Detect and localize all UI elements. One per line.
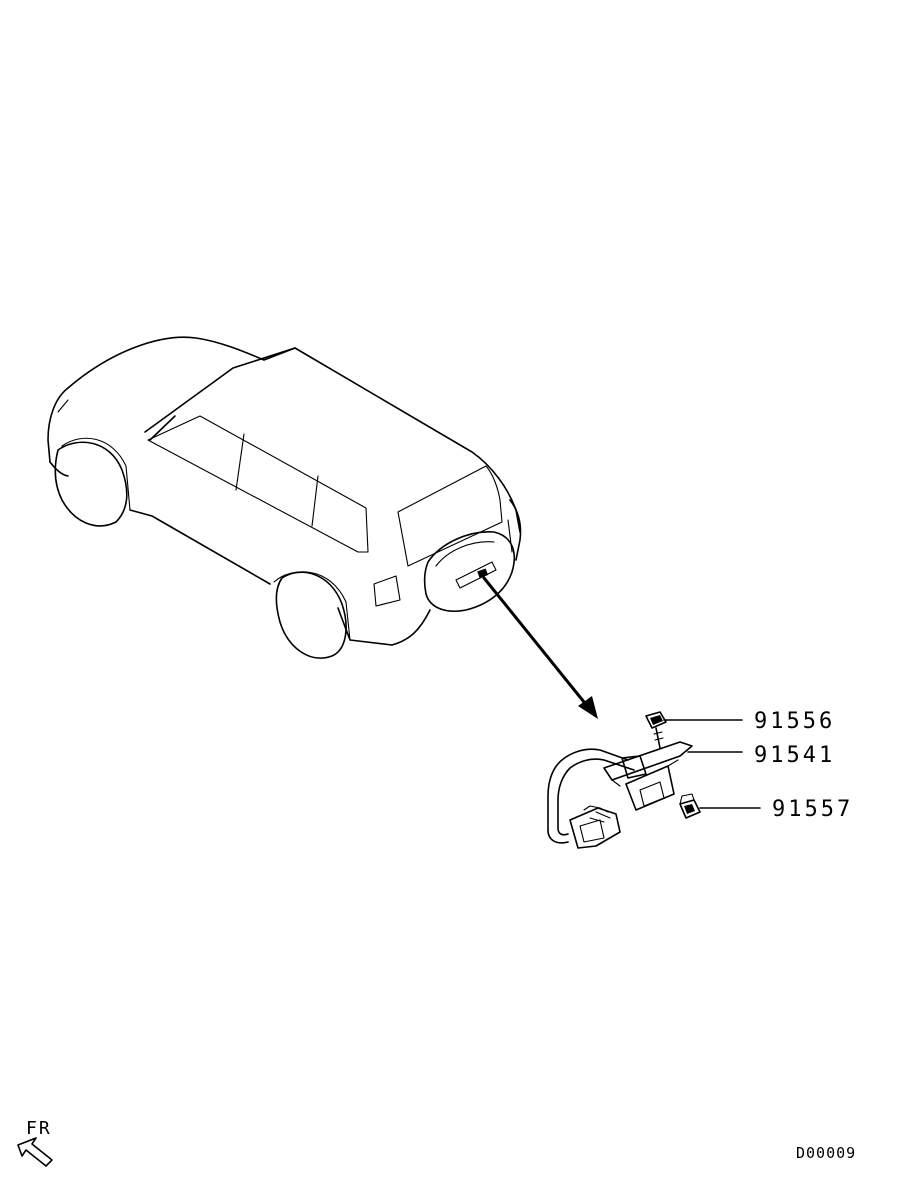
part-number-91557[interactable]: 91557 xyxy=(772,797,853,822)
front-direction-label: FR xyxy=(26,1118,52,1139)
part-number-91541[interactable]: 91541 xyxy=(754,743,835,768)
detail-arrow xyxy=(482,576,598,719)
front-direction-indicator: FR xyxy=(17,1118,53,1167)
callout-leaders xyxy=(663,719,761,809)
drawing-code: D00009 xyxy=(796,1144,856,1162)
front-arrow-icon xyxy=(17,1137,53,1167)
vehicle-illustration xyxy=(47,336,522,659)
camera-assembly xyxy=(547,711,701,849)
part-number-91556[interactable]: 91556 xyxy=(754,709,835,734)
